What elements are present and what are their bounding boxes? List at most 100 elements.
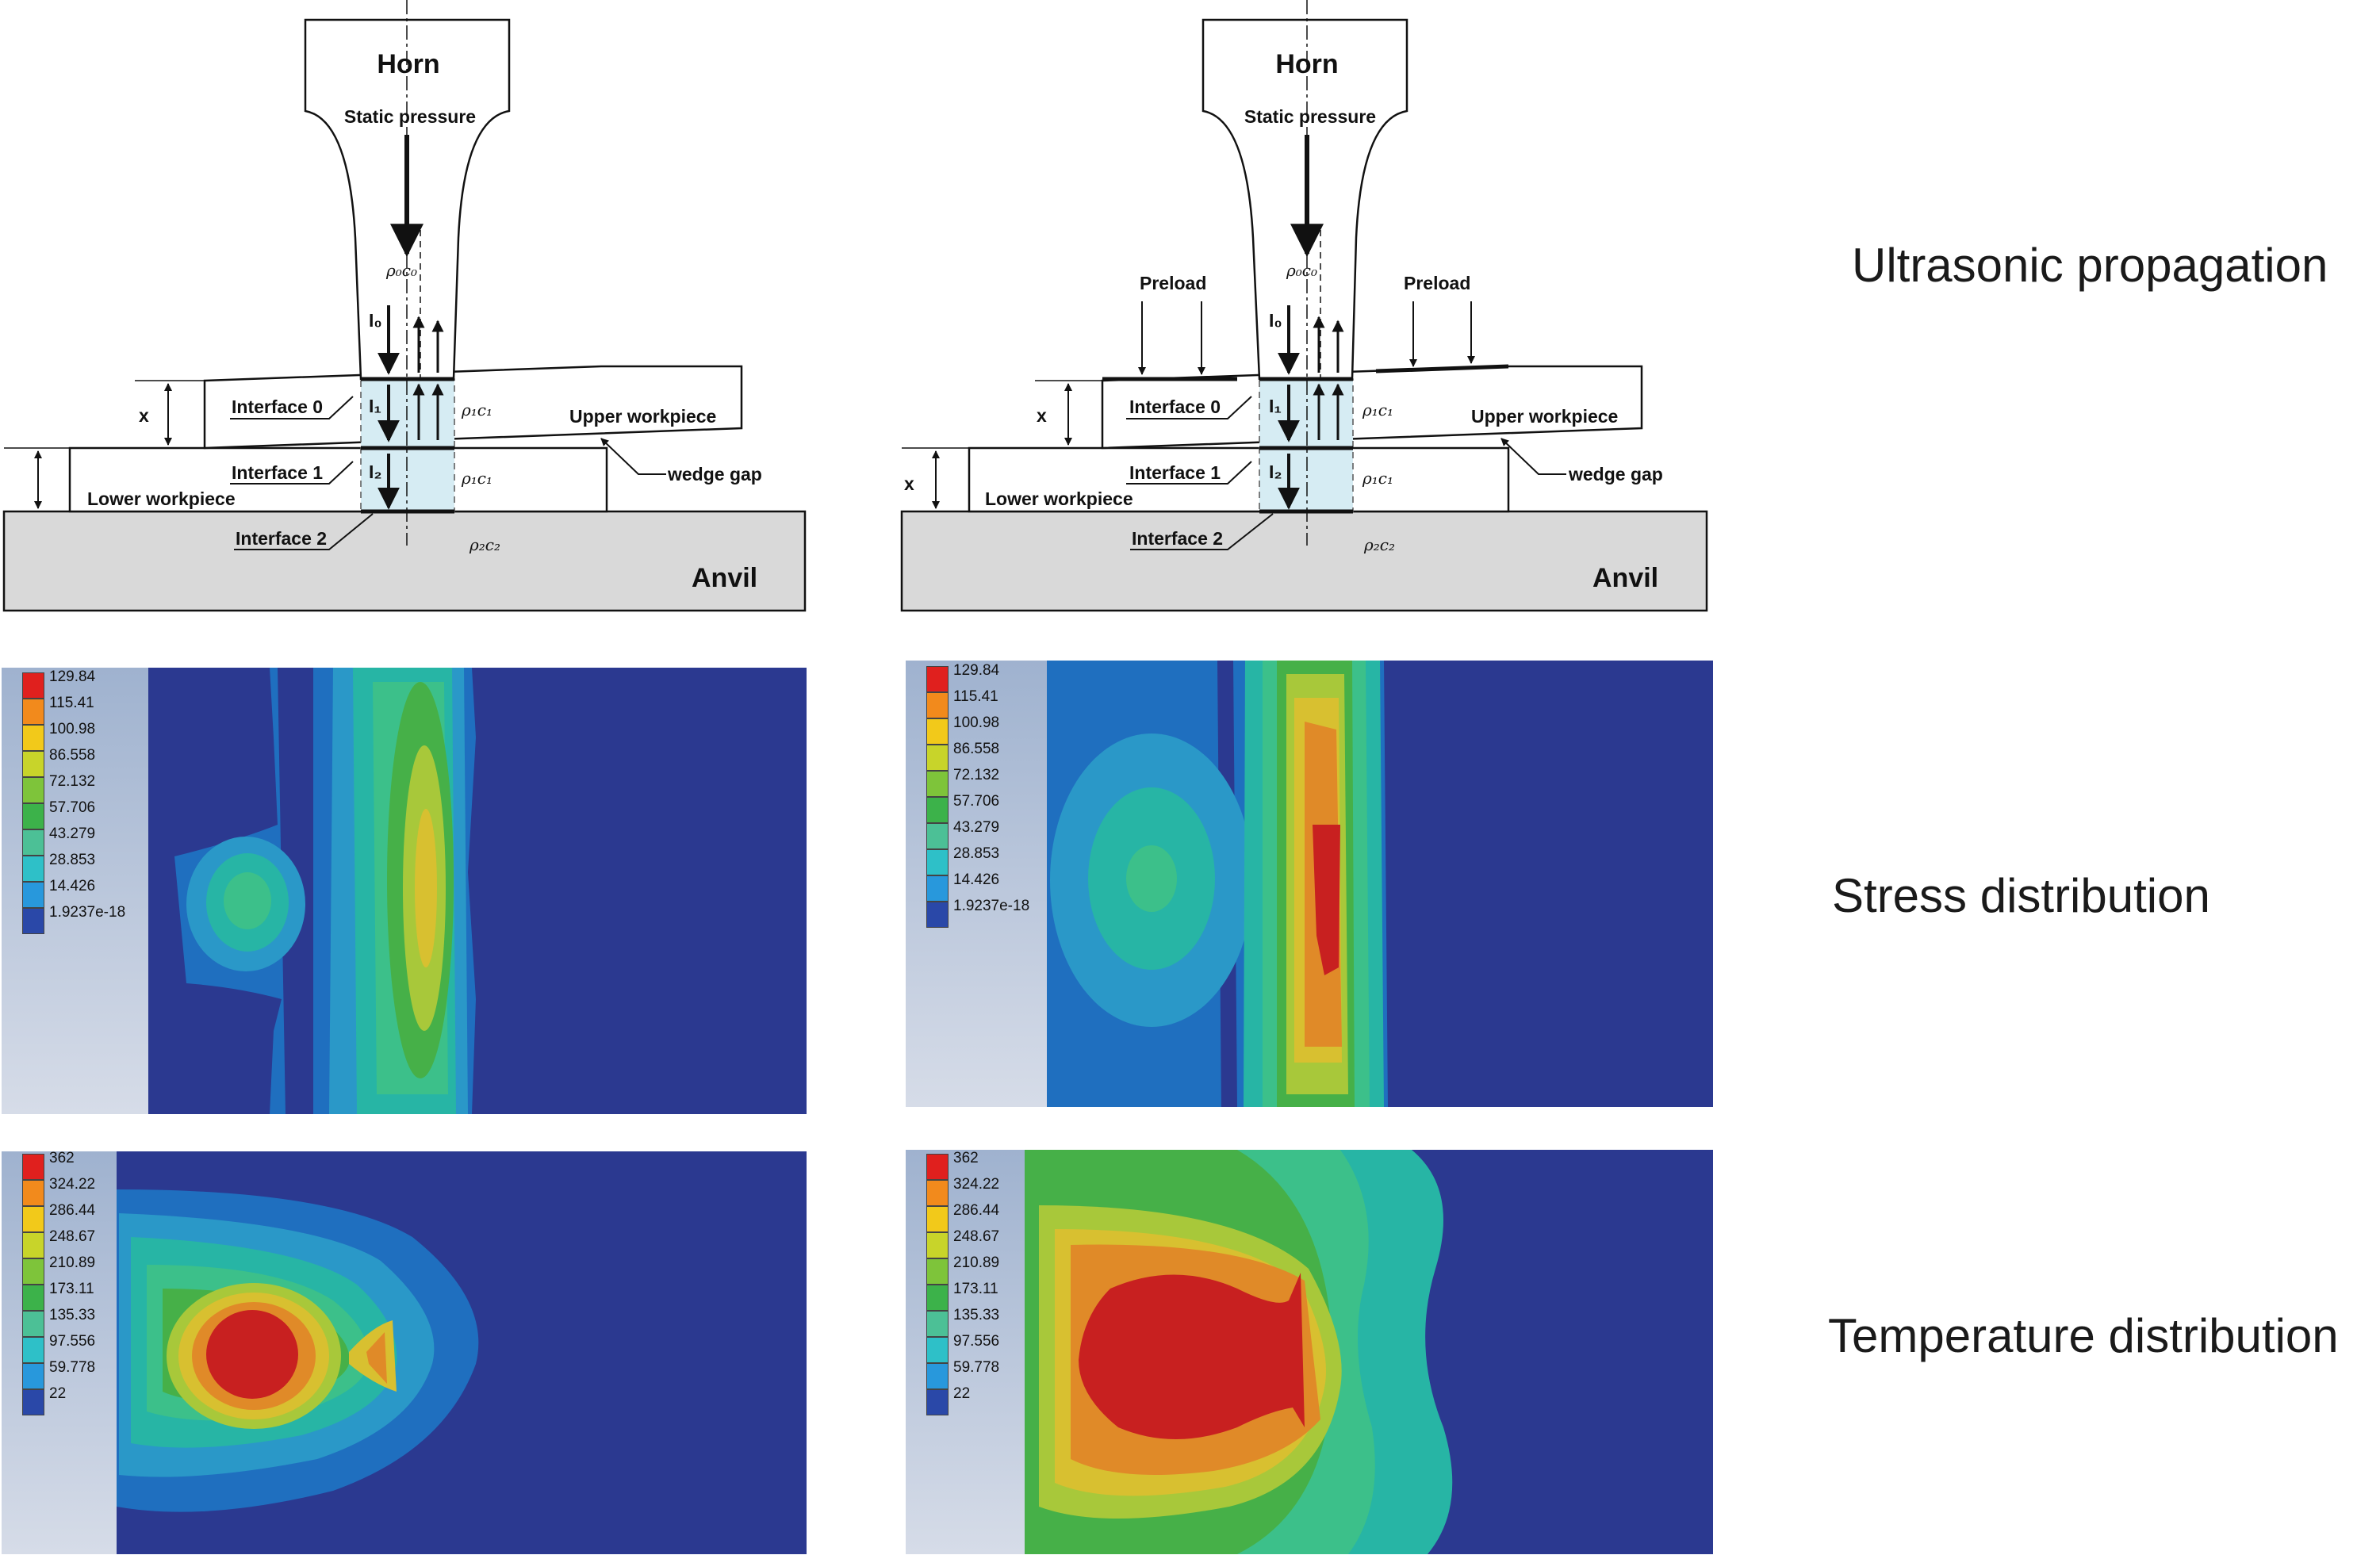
legend-swatch	[22, 1154, 44, 1180]
legend-entry: 59.778	[22, 1359, 96, 1389]
legend-value: 59.778	[953, 1359, 1000, 1376]
legend-entry: 324.22	[926, 1177, 999, 1206]
legend-value: 28.853	[953, 845, 1000, 862]
legend-swatch	[22, 1389, 44, 1415]
legend-value: 57.706	[953, 793, 1000, 810]
legend-entry: 173.11	[926, 1281, 999, 1311]
legend-swatch	[22, 1285, 44, 1311]
static-pressure-label: Static pressure	[344, 106, 476, 127]
i1-label-right: I₁	[1269, 396, 1282, 416]
rho1c1-upper: ρ₁c₁	[461, 400, 492, 419]
legend-value: 100.98	[49, 721, 96, 737]
legend-entry: 173.11	[22, 1281, 95, 1311]
legend-swatch	[22, 829, 44, 856]
legend-value: 59.778	[49, 1359, 96, 1376]
legend-value: 86.558	[953, 741, 1000, 757]
temperature-plot-right	[906, 1150, 1713, 1554]
legend-swatch	[22, 751, 44, 777]
rho2c2-label: ρ₂c₂	[469, 535, 500, 554]
rho0c0-label: ρ₀c₀	[385, 261, 417, 280]
legend-swatch	[926, 666, 949, 692]
legend-entry: 210.89	[926, 1255, 999, 1285]
legend-value: 28.853	[49, 852, 96, 868]
legend-entry: 286.44	[926, 1203, 999, 1232]
legend-entry: 97.556	[22, 1334, 95, 1363]
legend-entry: 14.426	[22, 879, 125, 908]
legend-swatch	[926, 718, 949, 745]
legend-value: 14.426	[953, 871, 1000, 888]
legend-entry: 72.132	[22, 773, 125, 803]
x-label-lower-right: x	[904, 473, 914, 494]
legend-entry: 129.84	[22, 668, 125, 699]
legend-value: 129.84	[953, 662, 1000, 679]
legend-entry: 115.41	[22, 695, 125, 725]
legend-value: 248.67	[49, 1228, 96, 1245]
legend-value: 173.11	[953, 1281, 998, 1297]
x-label-upper-right: x	[1037, 405, 1047, 426]
legend-value: 324.22	[49, 1176, 96, 1193]
legend-value: 97.556	[953, 1333, 1000, 1350]
legend-swatch	[22, 699, 44, 725]
legend-swatch	[926, 1180, 949, 1206]
legend-value: 1.9237e-18	[49, 904, 126, 921]
schematic-left: Horn Static pressure ρ₀c₀ I₀ I₁ I₂ Inter…	[2, 0, 807, 612]
interface1-label: Interface 1	[232, 462, 323, 483]
legend-entry: 43.279	[926, 820, 1029, 849]
anvil-label-right: Anvil	[1592, 563, 1658, 593]
interface0-label: Interface 0	[232, 396, 323, 417]
legend-entry: 100.98	[22, 721, 125, 751]
legend-entry: 135.33	[926, 1308, 999, 1337]
legend-entry: 135.33	[22, 1308, 95, 1337]
row-label-ultrasonic: Ultrasonic propagation	[1852, 239, 2328, 292]
legend-swatch	[22, 1363, 44, 1389]
legend-swatch	[926, 692, 949, 718]
x-label-upper: x	[139, 405, 149, 426]
i2-label-right: I₂	[1269, 462, 1282, 482]
legend-swatch	[22, 1337, 44, 1363]
rho1c1-upper-right: ρ₁c₁	[1362, 400, 1393, 419]
legend-value: 115.41	[953, 688, 998, 705]
legend-swatch	[22, 725, 44, 751]
legend-value: 129.84	[49, 668, 96, 685]
legend-swatch	[926, 797, 949, 823]
legend-swatch	[926, 745, 949, 771]
legend-entry: 1.9237e-18	[926, 898, 1029, 928]
preload-label-left: Preload	[1140, 273, 1206, 293]
legend-swatch	[22, 882, 44, 908]
legend-entry: 210.89	[22, 1255, 95, 1285]
legend-entry: 57.706	[22, 800, 125, 829]
legend-entry: 362	[926, 1150, 999, 1180]
legend-entry: 324.22	[22, 1176, 96, 1206]
interface1-label-right: Interface 1	[1129, 462, 1221, 483]
legend-value: 362	[953, 1150, 979, 1166]
legend-swatch	[22, 908, 44, 934]
interface2-label: Interface 2	[236, 528, 327, 549]
row-label-stress: Stress distribution	[1832, 869, 2210, 922]
legend-swatch	[926, 1232, 949, 1258]
legend-entry: 22	[22, 1385, 95, 1415]
legend-swatch	[22, 1232, 44, 1258]
legend-swatch	[22, 1311, 44, 1337]
legend-value: 22	[49, 1385, 67, 1402]
stress-plot-right	[906, 661, 1713, 1107]
legend-swatch	[926, 1258, 949, 1285]
legend-value: 22	[953, 1385, 971, 1402]
legend-value: 72.132	[49, 773, 96, 790]
legend-swatch	[926, 1363, 949, 1389]
legend-value: 286.44	[49, 1202, 96, 1219]
stress-plot-left	[2, 668, 807, 1114]
legend-swatch	[926, 1337, 949, 1363]
lower-workpiece-label-right: Lower workpiece	[985, 488, 1133, 509]
legend-entry: 28.853	[926, 845, 1029, 875]
wedge-gap-label-right: wedge gap	[1568, 464, 1663, 485]
legend-swatch	[926, 849, 949, 875]
legend-value: 86.558	[49, 747, 96, 764]
interface0-label-right: Interface 0	[1129, 396, 1221, 417]
legend-swatch	[22, 672, 44, 699]
horn-label: Horn	[377, 49, 439, 79]
legend-value: 72.132	[953, 767, 1000, 783]
legend-swatch	[926, 875, 949, 902]
